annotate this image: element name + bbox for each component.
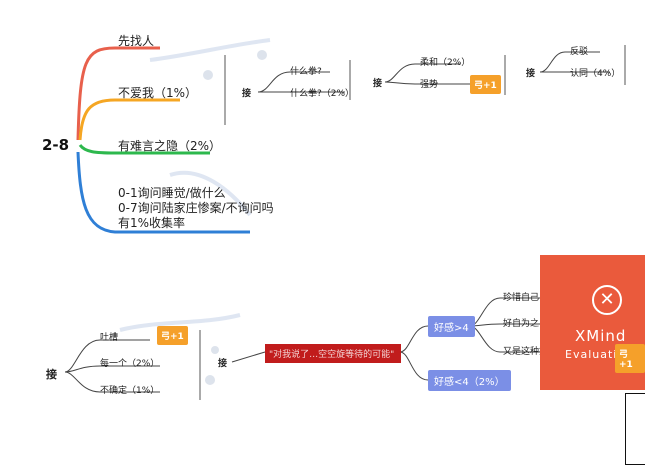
root-node: 2-8 bbox=[42, 136, 70, 154]
bow-plus-tag-right: 弓+1 bbox=[615, 344, 645, 373]
question-node-2: 什么拳?（2%） bbox=[290, 89, 355, 99]
branch-questions-note: 0-1询问睡觉/做什么 0-7询问陆家庄惨案/不询问吗 有1%收集率 bbox=[118, 186, 274, 230]
jie-node-3: 接 bbox=[526, 69, 536, 79]
jie-node-2: 接 bbox=[373, 79, 383, 89]
x-logo-icon: ✕ bbox=[592, 285, 622, 315]
jie-node-mid: 接 bbox=[218, 359, 228, 369]
favor-high-box: 好感>4 bbox=[428, 316, 475, 337]
branch-not-love: 不爱我（1%） bbox=[118, 86, 198, 100]
bow-plus-tag-bottom: 弓+1 bbox=[157, 326, 188, 345]
option-complain: 吐槽 bbox=[100, 333, 119, 343]
red-bar-node: "对我说了…空空旋等待的可能" bbox=[265, 344, 401, 363]
ending-take-care: 好自为之（2%） bbox=[503, 319, 572, 329]
question-node-1: 什么拳? bbox=[290, 67, 322, 77]
branch-find-person: 先找人 bbox=[118, 34, 155, 48]
option-each: 每一个（2%） bbox=[100, 359, 160, 369]
mood-soft: 柔和（2%） bbox=[420, 58, 471, 68]
jie-node-1: 接 bbox=[242, 89, 252, 99]
branch-hidden-reason: 有难言之隐（2%） bbox=[118, 139, 222, 153]
ending-cherish: 珍惜自己（3%） bbox=[503, 293, 572, 303]
outcome-agree: 认同（4%） bbox=[570, 69, 621, 79]
bow-plus-tag: 弓+1 bbox=[470, 75, 501, 94]
mood-strong: 强势 bbox=[420, 80, 439, 90]
favor-low-box: 好感<4（2%） bbox=[428, 370, 511, 391]
option-unsure: 不确定（1%） bbox=[100, 386, 160, 396]
xmind-brand-text: XMind bbox=[575, 327, 627, 345]
outcome-refute: 反驳 bbox=[570, 47, 589, 57]
corner-box-outline bbox=[625, 393, 645, 465]
jie-node-left: 接 bbox=[46, 368, 57, 381]
